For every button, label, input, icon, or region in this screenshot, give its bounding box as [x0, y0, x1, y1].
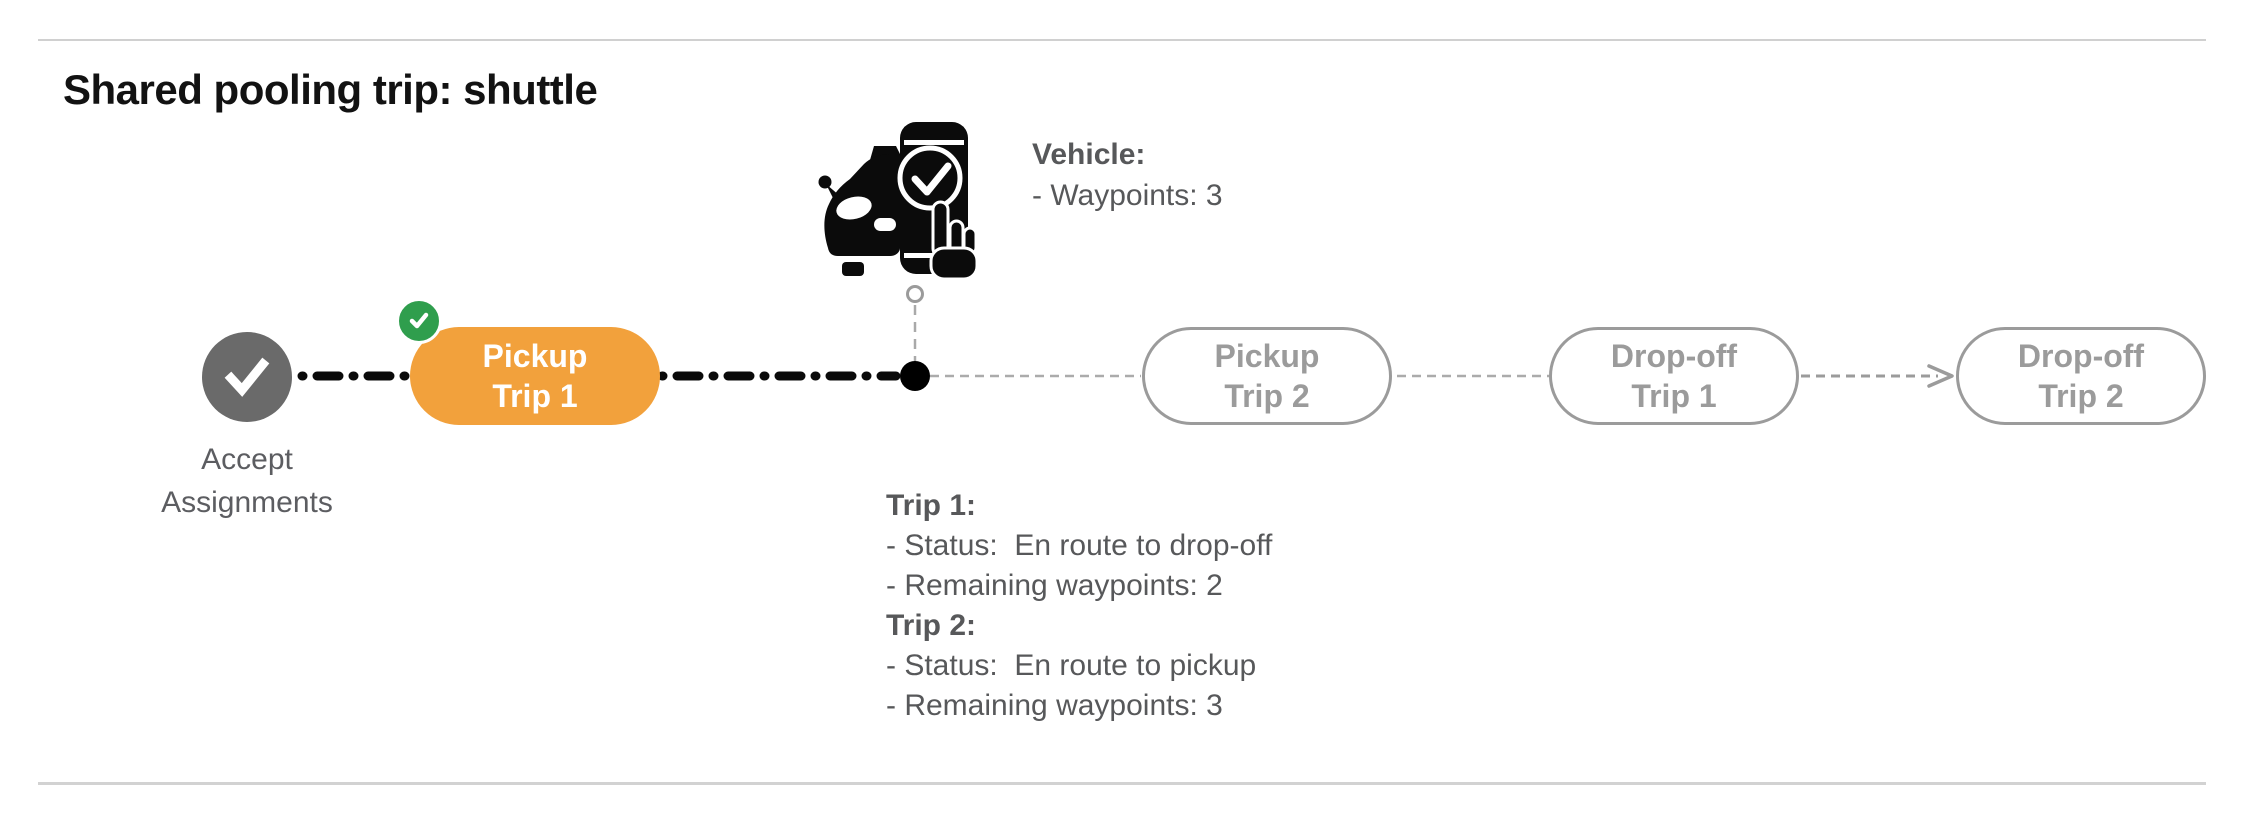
phone-check-circle [897, 145, 963, 211]
connector-bold-dashed-1 [297, 371, 413, 381]
connector-thin-dashed-2 [1397, 374, 1549, 378]
hand-palm-shape [929, 246, 979, 280]
pill-line: Trip 1 [1631, 378, 1717, 414]
car-wheel-shape [842, 262, 864, 276]
pill-line: Trip 2 [2038, 378, 2124, 414]
vehicle-waypoints-line: - Waypoints: 3 [1032, 179, 1223, 212]
pill-line: Drop-off [1610, 338, 1738, 374]
pill-line: Pickup [1214, 338, 1320, 374]
arrowhead [1927, 364, 1954, 388]
vehicle-connector-line [913, 305, 917, 363]
connector-thin-dashed-1 [930, 374, 1141, 378]
connector-arrow-dashed [1801, 364, 1954, 388]
top-divider [38, 39, 2206, 41]
phone-check-mark [911, 162, 952, 196]
checkmark-icon [224, 357, 270, 397]
trip1-waypoints-line: - Remaining waypoints: 2 [886, 569, 1223, 602]
node-accept-assignments-label: Accept Assignments [97, 438, 397, 524]
vehicle-position-dot [900, 361, 930, 391]
node-dropoff-trip-2: Drop-off Trip 2 [1956, 327, 2206, 425]
car-window-shape [836, 196, 872, 220]
node-accept-assignments [202, 332, 292, 422]
vehicle-anchor-circle [906, 285, 924, 303]
trip1-status-title: Trip 1: [886, 489, 977, 522]
car-phone-check-icon [818, 122, 979, 280]
trip2-status-line: - Status: En route to pickup [886, 649, 1257, 682]
node-pickup-trip-2: Pickup Trip 2 [1142, 327, 1392, 425]
car-mirror-shape [818, 175, 832, 189]
node-pickup-trip-1: Pickup Trip 1 [410, 327, 660, 425]
bottom-divider [38, 782, 2206, 785]
completed-badge [396, 298, 442, 344]
pill-line: Drop-off [2017, 338, 2145, 374]
pill-line: Trip 2 [1224, 378, 1310, 414]
vehicle-info: Vehicle: - Waypoints: 3 [1032, 134, 1223, 216]
label-line: Assignments [161, 486, 333, 519]
pill-line: Trip 1 [492, 378, 578, 414]
check-badge-icon [409, 312, 429, 329]
trip-status-block: Trip 1: - Status: En route to drop-off -… [886, 486, 1272, 726]
label-line: Accept [201, 443, 293, 476]
connector-bold-dashed-2 [657, 371, 901, 381]
node-dropoff-trip-1: Drop-off Trip 1 [1549, 327, 1799, 425]
trip2-waypoints-line: - Remaining waypoints: 3 [886, 689, 1223, 722]
diagram-title: Shared pooling trip: shuttle [63, 66, 598, 113]
car-headlight-shape [874, 218, 896, 231]
pill-line: Pickup [482, 338, 588, 374]
trip2-status-title: Trip 2: [886, 609, 977, 642]
vehicle-info-title: Vehicle: [1032, 138, 1146, 171]
trip1-status-line: - Status: En route to drop-off [886, 529, 1273, 562]
